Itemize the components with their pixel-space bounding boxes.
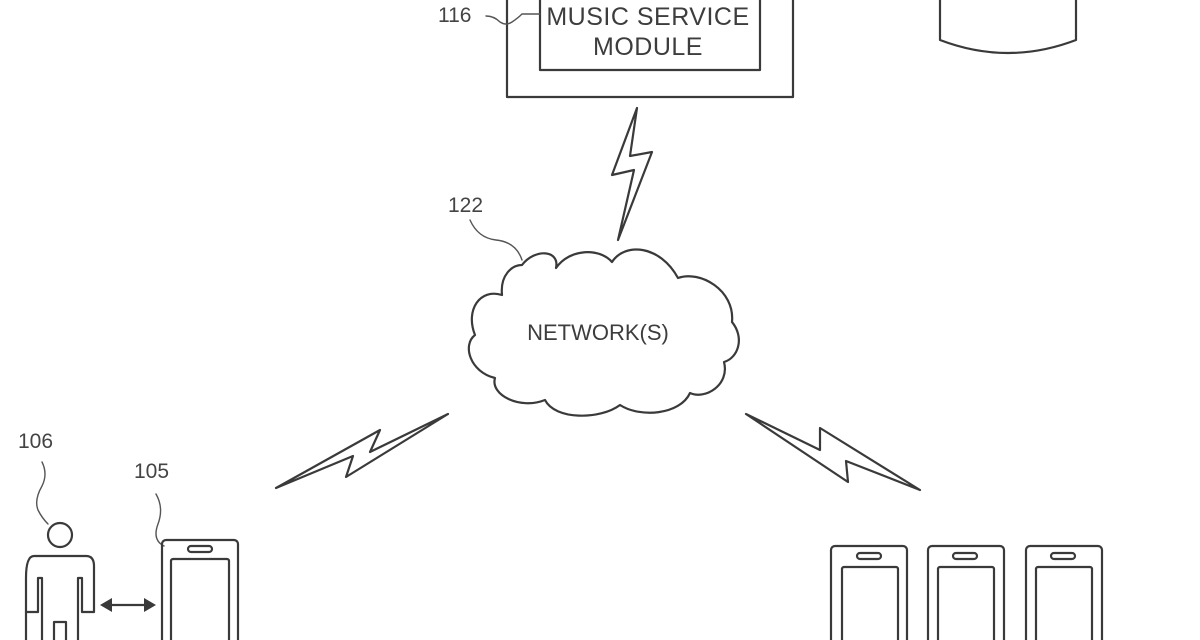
server-box: MUSIC SERVICE MODULE: [505, 0, 795, 99]
ref-label-122: 122: [448, 194, 483, 217]
wireless-link-icon-server: [610, 106, 654, 242]
client-device-icon: [829, 544, 909, 640]
database-icon: [938, 0, 1078, 55]
leader-line-105: [155, 493, 165, 547]
wireless-link-icon-right: [744, 412, 922, 492]
network-cloud-icon: [467, 248, 740, 417]
music-service-module-box: [538, 0, 762, 72]
client-device-icon: [1024, 544, 1104, 640]
network-label: NETWORK(S): [527, 320, 669, 345]
module-label-line1: MUSIC SERVICE: [546, 3, 749, 31]
interaction-arrow-icon: [100, 598, 156, 612]
user-device-icon: [160, 538, 240, 640]
leader-line-106: [35, 461, 49, 525]
ref-label-116: 116: [438, 4, 471, 27]
ref-label-106: 106: [18, 430, 53, 453]
leader-line-116: [485, 13, 541, 25]
leader-line-122: [469, 219, 523, 261]
wireless-link-icon-left: [274, 412, 450, 490]
client-device-icon: [926, 544, 1006, 640]
user-figure-icon: [24, 521, 96, 640]
ref-label-105: 105: [134, 460, 169, 483]
module-label-line2: MODULE: [593, 33, 703, 61]
